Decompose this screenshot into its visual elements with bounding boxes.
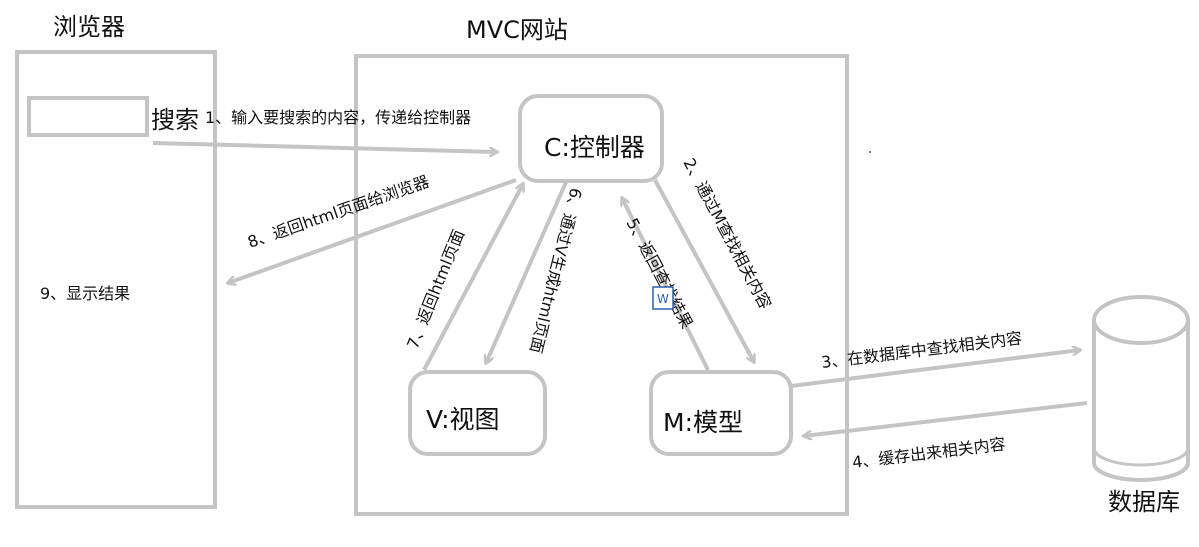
arrow-1 (152, 141, 497, 152)
word-icon-glyph: W (657, 292, 669, 306)
model-box (649, 370, 793, 456)
database-cylinder (1092, 295, 1190, 482)
search-word: 搜索 (151, 106, 199, 134)
step-9-label: 9、显示结果 (40, 284, 130, 303)
step-7-label: 7、返回html页面 (403, 227, 468, 352)
stray-dot (869, 151, 871, 153)
arrow-4 (804, 401, 1088, 436)
step-6-label: 6、通过V生成html页面 (526, 186, 585, 355)
view-box (408, 370, 547, 456)
controller-label: C:控制器 (544, 133, 645, 162)
step-3-label: 3、在数据库中查找相关内容 (820, 328, 1023, 371)
browser-frame (15, 50, 217, 509)
arrow-8 (228, 178, 517, 283)
step-4-label: 4、缓存出来相关内容 (851, 434, 1006, 472)
step-8-label: 8、返回html页面给浏览器 (245, 172, 431, 252)
arrow-6 (486, 179, 569, 363)
database-title: 数据库 (1108, 488, 1180, 516)
model-label: M:模型 (663, 408, 743, 437)
arrow-2 (653, 179, 754, 362)
arrow-5 (622, 198, 710, 371)
search-input-box[interactable] (27, 96, 149, 137)
mvc-site-title: MVC网站 (466, 16, 568, 44)
browser-title: 浏览器 (53, 13, 125, 41)
word-document-icon: W (652, 286, 674, 310)
step-1-label: 1、输入要搜索的内容，传递给控制器 (205, 108, 471, 127)
arrow-3 (790, 350, 1080, 388)
arrow-7 (422, 184, 523, 371)
controller-box (518, 94, 664, 183)
step-2-label: 2、通过M查找相关内容 (679, 155, 775, 312)
view-label: V:视图 (426, 405, 500, 434)
mvc-site-frame (354, 54, 849, 516)
